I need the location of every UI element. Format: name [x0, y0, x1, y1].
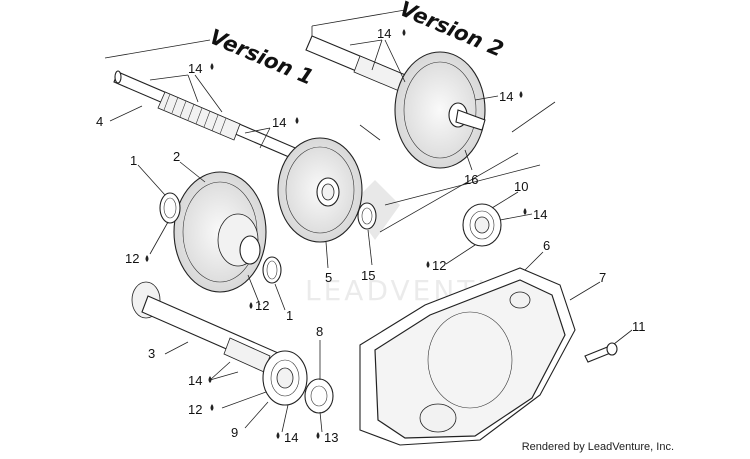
callout-14-f: 14	[188, 373, 202, 388]
callout-3: 3	[148, 346, 155, 361]
callout-14-g: 14	[284, 430, 298, 445]
version-1-bracket	[104, 39, 541, 233]
callout-14-d: 14	[499, 89, 513, 104]
version-1-label: Version 1	[206, 25, 317, 90]
callout-labels: 4 14 14 14 14 16 1 2 12 12 1 5 15 10 14 …	[96, 26, 646, 445]
callout-7: 7	[599, 270, 606, 285]
callout-6: 6	[543, 238, 550, 253]
callout-14-e: 14	[533, 207, 547, 222]
callout-11: 11	[632, 319, 646, 334]
leader-lines	[109, 39, 633, 433]
callout-16: 16	[464, 172, 478, 187]
shaft-part-3	[131, 281, 286, 373]
callout-8: 8	[316, 324, 323, 339]
callout-9: 9	[231, 425, 238, 440]
bearing-part-9	[262, 350, 308, 406]
bearing-part-10	[462, 203, 502, 247]
gear-part-5	[277, 137, 363, 243]
gear-part-2	[173, 171, 267, 293]
callout-1-a: 1	[130, 153, 137, 168]
bolt-part-11	[584, 342, 618, 363]
version-2-label: Version 2	[396, 0, 507, 62]
credit-text: Rendered by LeadVenture, Inc.	[521, 441, 674, 453]
callout-12-d: 12	[188, 402, 202, 417]
callout-12-c: 12	[432, 258, 446, 273]
washer-part-1-right	[262, 256, 282, 284]
seal-part-8	[304, 378, 334, 414]
callout-5: 5	[325, 270, 332, 285]
callout-4: 4	[96, 114, 103, 129]
callout-13: 13	[324, 430, 338, 445]
callout-14-a: 14	[188, 61, 202, 76]
callout-10: 10	[514, 179, 528, 194]
shaft-gear-part-16	[305, 35, 486, 169]
washer-part-1-left	[159, 192, 181, 224]
callout-12-a: 12	[125, 251, 139, 266]
callout-14-c: 14	[377, 26, 391, 41]
callout-12-b: 12	[255, 298, 269, 313]
washer-part-15	[357, 202, 377, 230]
callout-15: 15	[361, 268, 375, 283]
callout-14-b: 14	[272, 115, 286, 130]
callout-2: 2	[173, 149, 180, 164]
callout-1-b: 1	[286, 308, 293, 323]
oil-drop-icons	[145, 29, 527, 439]
cover-part-7	[374, 279, 566, 439]
